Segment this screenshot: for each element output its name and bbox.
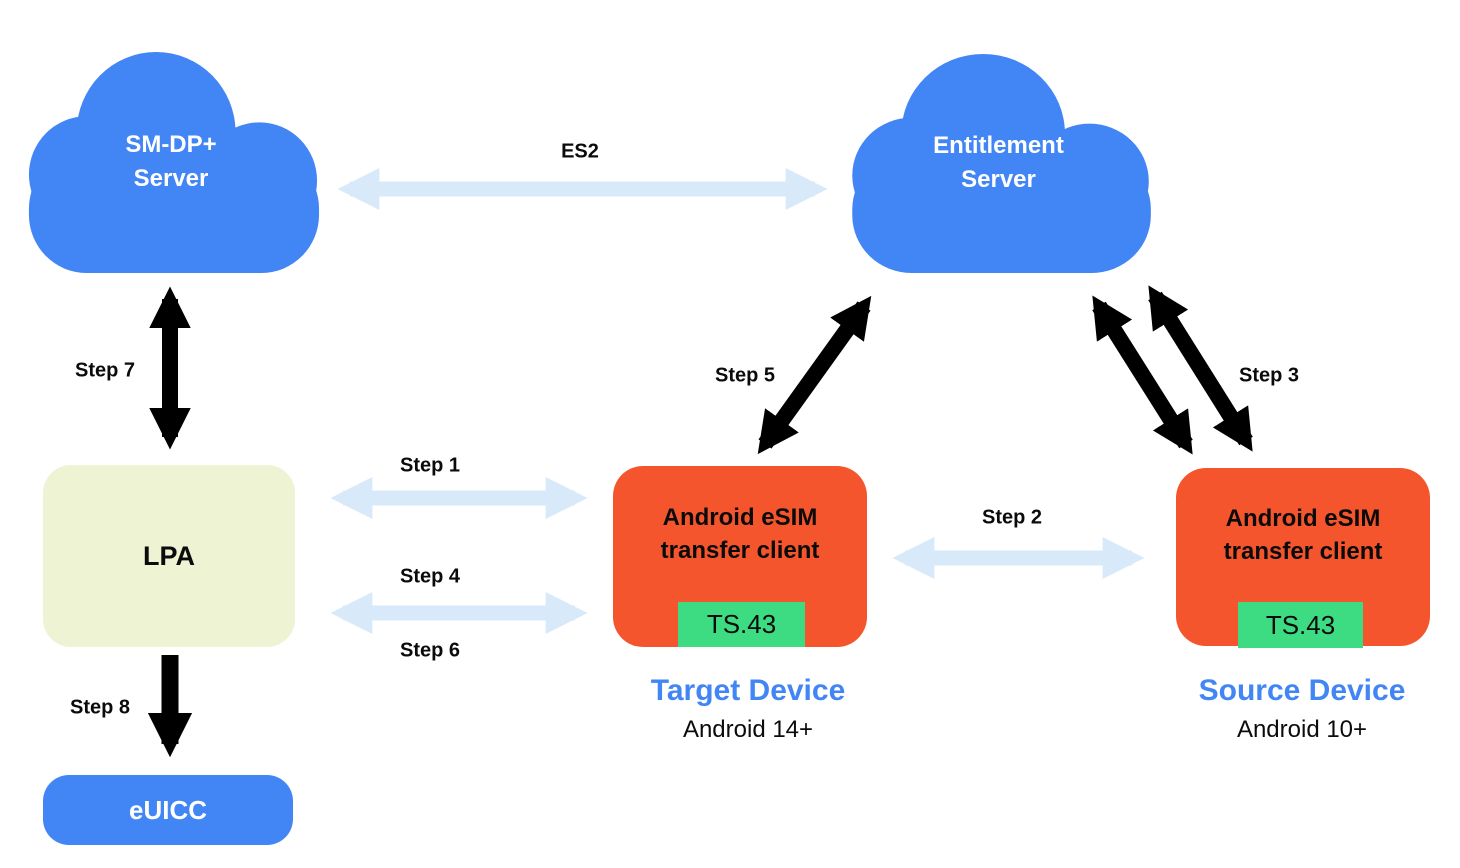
source-device-name: Source Device bbox=[1198, 674, 1406, 707]
source-device-os: Android 10+ bbox=[1236, 716, 1368, 743]
step1-label: Step 1 bbox=[399, 454, 461, 477]
euicc-label: eUICC bbox=[128, 794, 207, 825]
source-client-node: Android eSIM transfer client TS.43 bbox=[1176, 468, 1430, 648]
step6-label: Step 6 bbox=[399, 639, 461, 662]
target-client-label: Android eSIM transfer client bbox=[660, 503, 820, 564]
step5-label: Step 5 bbox=[714, 364, 776, 387]
step8-label: Step 8 bbox=[69, 696, 131, 719]
entitlement-server-node: Entitlement Server bbox=[840, 52, 1157, 273]
sm-dp-server-node: SM-DP+ Server bbox=[17, 50, 325, 273]
lpa-label: LPA bbox=[143, 540, 195, 571]
step5-arrow bbox=[757, 295, 872, 455]
step3-label: Step 3 bbox=[1238, 364, 1300, 387]
target-device-os: Android 14+ bbox=[682, 716, 814, 743]
euicc-node: eUICC bbox=[43, 775, 293, 845]
entitlement-server-label: Entitlement Server bbox=[933, 131, 1064, 193]
source-ts43-badge: TS.43 bbox=[1238, 602, 1363, 648]
source-client-label: Android eSIM transfer client bbox=[1223, 504, 1383, 565]
target-device-name: Target Device bbox=[650, 674, 846, 707]
cloud-icon bbox=[28, 52, 320, 273]
step3-arrow-right bbox=[1148, 285, 1253, 452]
target-client-node: Android eSIM transfer client TS.43 bbox=[613, 466, 867, 647]
step4-label: Step 4 bbox=[399, 565, 461, 588]
step7-label: Step 7 bbox=[74, 359, 136, 382]
target-ts43-badge: TS.43 bbox=[678, 602, 805, 647]
cloud-icon bbox=[852, 53, 1151, 273]
es2-label: ES2 bbox=[561, 140, 599, 163]
step2-label: Step 2 bbox=[981, 506, 1043, 529]
lpa-node: LPA bbox=[43, 465, 295, 647]
sm-dp-server-label: SM-DP+ Server bbox=[125, 130, 217, 192]
